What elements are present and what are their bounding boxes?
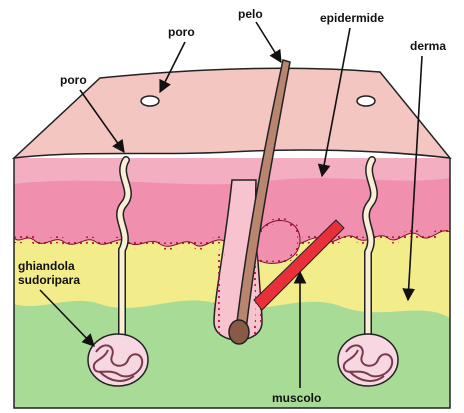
- label-muscolo: muscolo: [272, 391, 321, 405]
- sweat-gland-left: [88, 334, 148, 386]
- pore-right: [357, 96, 375, 106]
- sweat-gland-right: [338, 334, 398, 386]
- label-pelo: pelo: [238, 7, 263, 21]
- label-poro-left: poro: [60, 73, 87, 87]
- sebaceous-gland: [256, 221, 300, 264]
- label-ghiandola-line2: sudoripara: [18, 273, 80, 287]
- label-epidermide: epidermide: [320, 11, 384, 25]
- hair-bulb: [229, 320, 249, 344]
- label-derma: derma: [410, 39, 446, 53]
- arrow-icon: [256, 22, 281, 62]
- label-poro-top: poro: [168, 25, 195, 39]
- label-ghiandola-line1: ghiandola: [18, 259, 75, 273]
- pore-left: [141, 96, 159, 106]
